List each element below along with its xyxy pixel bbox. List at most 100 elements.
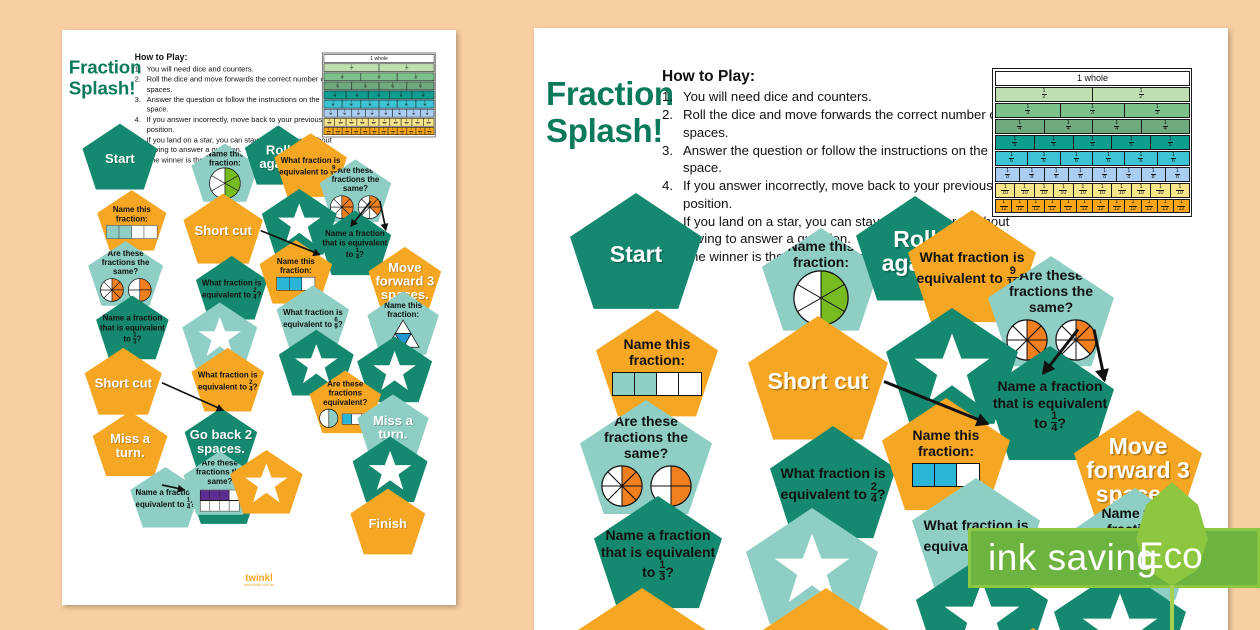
page-thumbnail-left[interactable]: Fraction Splash! How to Play: 1.You will…: [62, 30, 456, 605]
list-text: If you land on a star, you can stay on t…: [146, 135, 332, 154]
star-icon: [1082, 593, 1158, 630]
how-to-play-heading: How to Play:: [662, 68, 756, 85]
bar-segment: [657, 373, 679, 396]
fraction-wall-cell: 1 whole: [995, 71, 1190, 86]
board-space-s2[interactable]: Name this fraction:: [97, 190, 167, 251]
bar-segment: [106, 225, 120, 239]
how-to-play-item: 2.Roll the dice and move forwards the co…: [135, 74, 334, 94]
bar-segment: [635, 373, 657, 396]
twinkl-logo-left: twinkl www.twinkl.com.au: [244, 573, 275, 588]
how-to-play-item: 2.Roll the dice and move forwards the co…: [662, 106, 1012, 141]
bar-fraction-model: [912, 463, 980, 488]
star-icon: [198, 316, 242, 356]
board-space-s7[interactable]: Miss a turn.: [92, 411, 168, 477]
board-space-s3[interactable]: Are these fractions the same?: [580, 400, 712, 514]
space-question-text: Name this fraction:: [623, 335, 691, 368]
bar-segment: [131, 225, 145, 239]
board-space-s6[interactable]: Name this fraction:: [191, 143, 259, 202]
bar-segment: [219, 490, 230, 500]
double-bar-fraction-model: [199, 487, 240, 512]
bar-segment: [200, 500, 211, 511]
list-number: 2.: [662, 107, 673, 123]
list-number: 2.: [134, 74, 141, 84]
board-space-s28[interactable]: Are these fractions equivalent?: [970, 628, 1096, 630]
bar-segment: [935, 464, 957, 487]
list-text: If you answer incorrectly, move back to …: [683, 178, 993, 211]
board-space-s11[interactable]: Short cut: [748, 316, 888, 440]
bar-segment: [210, 500, 220, 511]
bar-segment: [913, 464, 935, 487]
space-question-text: Are these fractions equivalent?: [323, 379, 368, 407]
bar-fraction-model: [199, 500, 240, 512]
twinkl-name: twinkl: [245, 572, 273, 584]
pie-models-group: [1005, 319, 1097, 361]
list-text: Answer the question or follow the instru…: [683, 142, 988, 176]
board-space-s30[interactable]: [352, 436, 428, 503]
how-to-play-item: 1.You will need dice and counters.: [135, 64, 334, 74]
list-text: If you answer incorrectly, move back to …: [146, 115, 323, 134]
board-space-s11[interactable]: Short cut: [183, 193, 263, 264]
star-icon: [914, 333, 990, 403]
board-space-s3[interactable]: Are these fractions the same?: [88, 241, 164, 306]
board-space-s2[interactable]: Name this fraction:: [596, 310, 718, 417]
